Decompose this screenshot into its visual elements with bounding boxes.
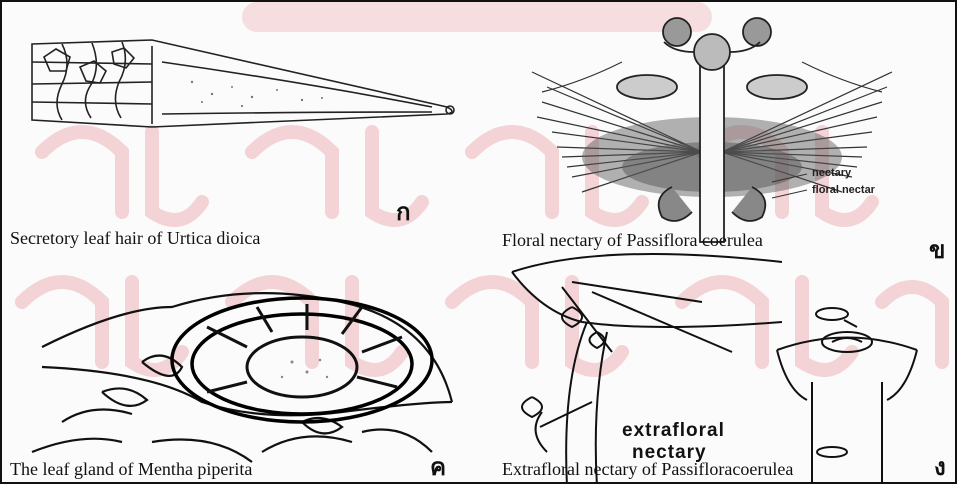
label-floral-nectar: floral nectar xyxy=(812,184,875,196)
panel-floral-nectary: nectary floral nectar Floral nectary of … xyxy=(472,2,957,252)
label-extrafloral: extrafloral xyxy=(622,420,725,442)
caption-extrafloral: Extrafloral nectary of Passifloracoerule… xyxy=(502,459,793,480)
marker-kho-khwai: ค xyxy=(430,447,446,484)
floral-nectary-drawing xyxy=(472,2,957,252)
caption-mentha: The leaf gland of Mentha piperita xyxy=(10,459,252,480)
mentha-gland-drawing xyxy=(2,252,472,484)
marker-ngo: ง xyxy=(934,447,946,484)
panel-extrafloral-nectary: extrafloral nectary Extrafloral nectary … xyxy=(472,252,957,484)
marker-ko: ก xyxy=(396,192,411,231)
panel-mentha-gland: The leaf gland of Mentha piperita ค xyxy=(2,252,472,484)
extrafloral-nectary-drawing xyxy=(472,252,957,484)
panel-urtica-hair: Secretory leaf hair of Urtica dioica ก xyxy=(2,2,472,252)
caption-floral-nectary: Floral nectary of Passiflora coerulea xyxy=(502,230,763,251)
label-nectary: nectary xyxy=(812,167,851,179)
caption-urtica: Secretory leaf hair of Urtica dioica xyxy=(10,228,260,249)
